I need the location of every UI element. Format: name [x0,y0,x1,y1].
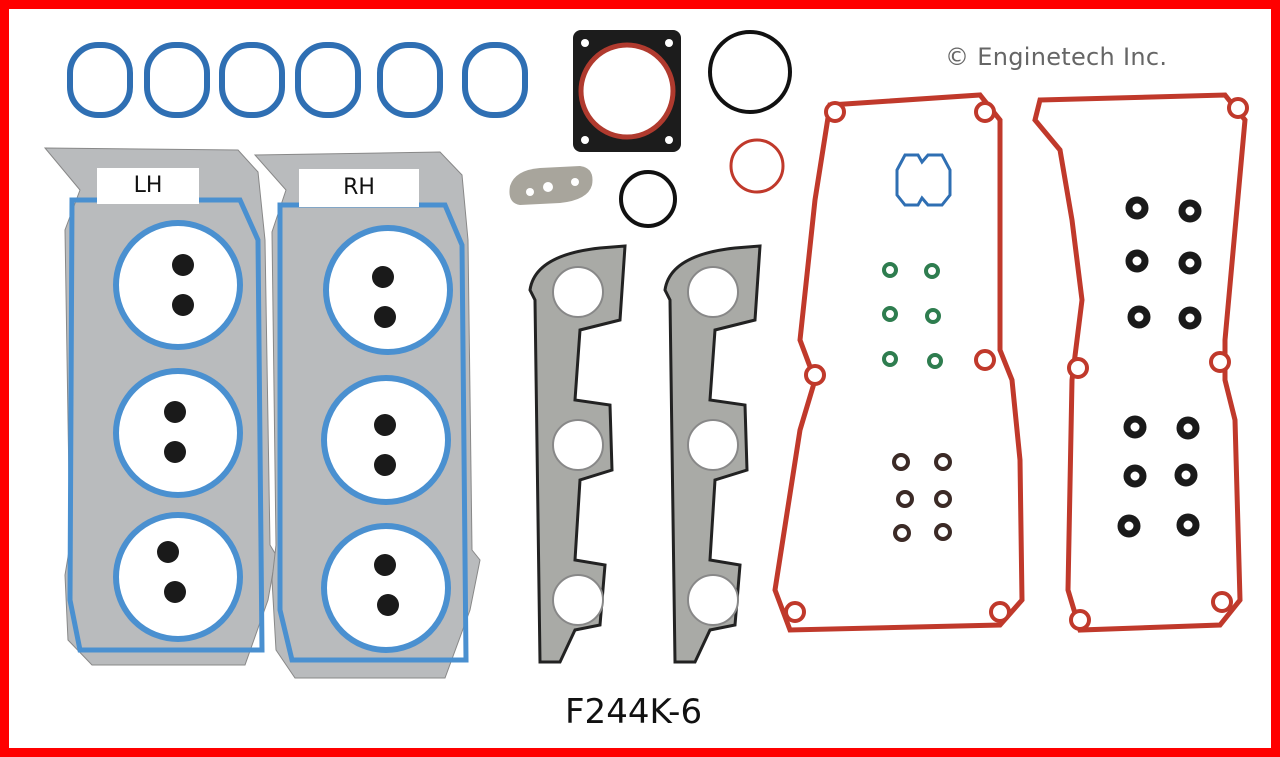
brown-o-rings [892,453,952,542]
copyright-watermark: © Enginetech Inc. [945,43,1168,71]
large-o-ring [708,30,792,114]
rh-label: RH [299,169,419,207]
valve-stem-seals-heads [157,254,399,616]
intake-manifold-gaskets [67,42,528,118]
throttle-body-gasket [573,30,681,152]
valve-stem-seals [1117,196,1202,538]
valve-cover-gaskets [772,92,1248,633]
spark-plug-tube-gasket [895,153,952,207]
red-o-ring [729,138,785,194]
green-o-rings [882,262,943,369]
part-number: F244K-6 [565,692,703,732]
head-gasket-rh [253,151,481,679]
egr-gasket [509,166,593,205]
gasket-set-illustration [43,30,1249,679]
small-o-ring [619,170,677,228]
head-gasket-lh [43,147,277,666]
lh-label: LH [97,168,199,204]
